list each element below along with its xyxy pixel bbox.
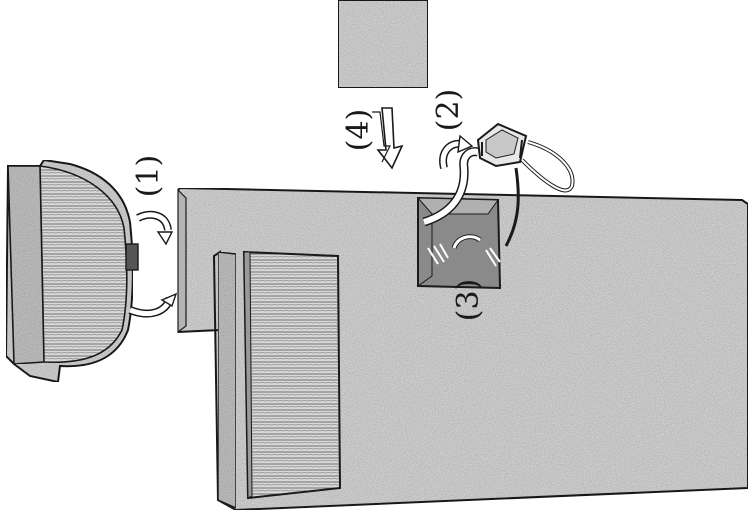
curved-arrow-icon xyxy=(136,210,174,246)
cable-icon xyxy=(422,140,575,247)
step-label-2: (2) xyxy=(431,89,466,132)
lid-block xyxy=(337,0,429,89)
curved-arrow-icon xyxy=(128,292,178,318)
step-label-4: (4) xyxy=(341,109,376,152)
step-label-1: (1) xyxy=(131,155,166,198)
down-arrow-icon xyxy=(372,107,404,170)
wiring-recess xyxy=(416,196,502,290)
connector-module xyxy=(476,122,528,168)
installed-filter-cartridge xyxy=(242,250,342,500)
terminal-icon xyxy=(427,243,501,267)
detached-filter-cartridge xyxy=(4,158,139,384)
step-label-3: (3) xyxy=(451,279,486,322)
curved-arrow-icon xyxy=(439,134,474,169)
